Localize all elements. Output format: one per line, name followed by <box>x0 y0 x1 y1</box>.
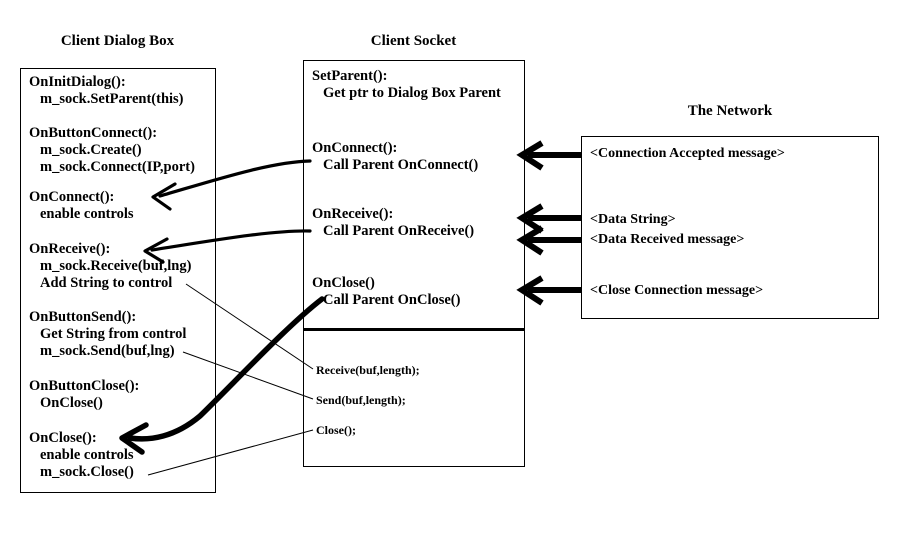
socket-line-6: OnClose() <box>312 275 375 291</box>
dialog-line-13: OnButtonClose(): <box>29 378 140 394</box>
dialog-line-8: m_sock.Receive(buf,lng) <box>40 258 192 274</box>
socket-api-send: Send(buf,length); <box>316 393 406 407</box>
arrow-connection-accepted <box>516 140 581 171</box>
dialog-line-6: enable controls <box>40 206 134 222</box>
title-client-socket: Client Socket <box>370 33 457 49</box>
socket-line-0: SetParent(): <box>312 68 388 84</box>
client-socket-divider <box>304 328 524 331</box>
arrow-data-received <box>516 225 581 256</box>
dialog-line-12: m_sock.Send(buf,lng) <box>40 343 175 359</box>
dialog-line-15: OnClose(): <box>29 430 97 446</box>
socket-line-3: Call Parent OnConnect() <box>323 157 479 173</box>
network-box <box>581 136 879 319</box>
dialog-line-16: enable controls <box>40 447 134 463</box>
dialog-line-3: m_sock.Create() <box>40 142 142 158</box>
arrow-data-string <box>516 203 581 234</box>
dialog-line-7: OnReceive(): <box>29 241 111 257</box>
dialog-line-9: Add String to control <box>40 275 173 291</box>
dialog-line-4: m_sock.Connect(IP,port) <box>40 159 195 175</box>
dialog-line-0: OnInitDialog(): <box>29 74 126 90</box>
dialog-line-1: m_sock.SetParent(this) <box>40 91 184 107</box>
socket-line-5: Call Parent OnReceive() <box>323 223 475 239</box>
dialog-line-17: m_sock.Close() <box>40 464 134 480</box>
socket-api-close: Close(); <box>316 423 356 437</box>
dialog-line-2: OnButtonConnect(): <box>29 125 158 141</box>
title-the-network: The Network <box>687 103 773 119</box>
network-message-close-connection: <Close Connection message> <box>590 283 764 298</box>
network-message-data-received: <Data Received message> <box>590 232 745 247</box>
socket-line-4: OnReceive(): <box>312 206 394 222</box>
dialog-line-11: Get String from control <box>40 326 187 342</box>
socket-api-receive: Receive(buf,length); <box>316 363 420 377</box>
dialog-line-14: OnClose() <box>40 395 103 411</box>
client-dialog-box <box>20 68 216 493</box>
dialog-line-10: OnButtonSend(): <box>29 309 137 325</box>
network-message-data-string: <Data String> <box>590 212 676 227</box>
network-message-connection-accepted: <Connection Accepted message> <box>590 146 785 161</box>
client-socket-box <box>303 60 525 467</box>
arrow-close-connection <box>516 275 581 306</box>
socket-line-2: OnConnect(): <box>312 140 398 156</box>
socket-line-7: Call Parent OnClose() <box>323 292 461 308</box>
dialog-line-5: OnConnect(): <box>29 189 115 205</box>
socket-line-1: Get ptr to Dialog Box Parent <box>323 85 501 101</box>
title-client-dialog-box: Client Dialog Box <box>60 33 175 49</box>
